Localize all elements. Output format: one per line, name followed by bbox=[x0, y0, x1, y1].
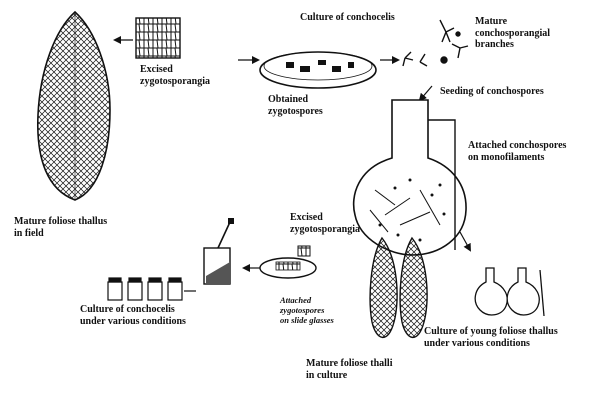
label-obtained-zygotospores: Obtained zygotospores bbox=[268, 94, 323, 117]
dropper-bottle-icon bbox=[204, 218, 234, 284]
label-excised-bottom: Excised zygotosporangia bbox=[290, 212, 360, 235]
slide-dish-icon bbox=[260, 246, 316, 278]
label-mature-branches: Mature conchosporangial branches bbox=[475, 16, 550, 51]
label-seeding: Seeding of conchospores bbox=[440, 86, 544, 98]
label-mature-thalli-culture: Mature foliose thalli in culture bbox=[306, 358, 392, 381]
label-mature-thallus-field: Mature foliose thallus in field bbox=[14, 216, 107, 239]
culture-flasks-icon bbox=[475, 268, 544, 316]
petri-dish-icon bbox=[260, 52, 376, 88]
round-bottom-flask-icon bbox=[354, 100, 466, 255]
label-culture-conchocelis: Culture of conchocelis bbox=[300, 12, 395, 24]
arrow-to-flask bbox=[420, 86, 432, 100]
thallus-field-icon bbox=[38, 12, 110, 200]
label-conchocelis-conditions: Culture of conchocelis under various con… bbox=[80, 304, 186, 327]
culture-vials-icon bbox=[108, 278, 182, 300]
label-young-thallus: Culture of young foliose thallus under v… bbox=[424, 326, 558, 349]
arrow-to-young-thallus bbox=[460, 232, 470, 250]
conchocelis-tufts-icon bbox=[403, 20, 468, 66]
label-excised-top: Excised zygotosporangia bbox=[140, 64, 210, 87]
label-attached-zygotospores: Attached zygotospores on slide glasses bbox=[280, 296, 334, 325]
label-attached-conchospores: Attached conchospores on monofilaments bbox=[468, 140, 566, 163]
zygotosporangia-tissue-icon bbox=[136, 18, 180, 58]
